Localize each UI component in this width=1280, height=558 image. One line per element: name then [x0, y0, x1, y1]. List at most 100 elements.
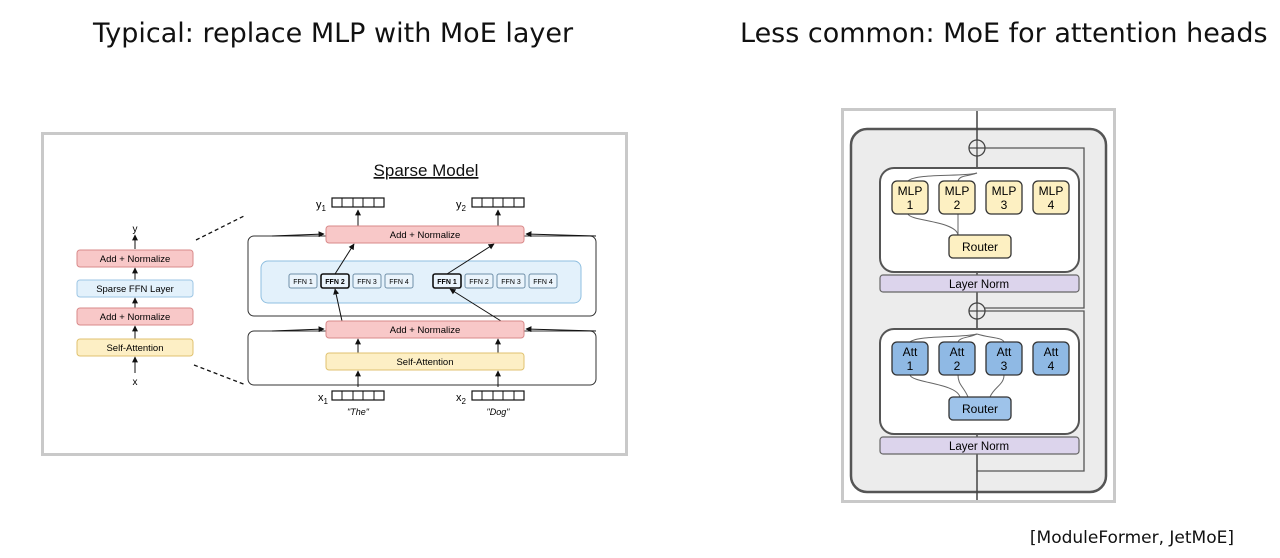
- mlp-moe-block: [879, 167, 1080, 273]
- output-y1-vector: [331, 197, 385, 208]
- arrow: [334, 243, 355, 275]
- residual-arrow: [271, 231, 325, 238]
- ffn-group-left: FFN 1 FFN 2 FFN 3 FFN 4: [288, 273, 414, 289]
- arrow: [333, 288, 343, 322]
- router-mlp: [948, 234, 1012, 259]
- svg-text:Att: Att: [950, 345, 965, 359]
- input-x1: x1: [318, 392, 329, 406]
- ffn-label: FFN 3: [357, 279, 377, 286]
- att-expert-3: Att 3: [985, 341, 1023, 376]
- svg-text:2: 2: [954, 359, 961, 373]
- svg-text:MLP: MLP: [1039, 184, 1064, 198]
- residual-path-bottom: [977, 310, 1085, 472]
- layer-norm-bottom: [879, 436, 1080, 455]
- svg-text:4: 4: [1048, 359, 1055, 373]
- stack-self-attention: [76, 338, 194, 357]
- add-normalize-bottom: [325, 320, 525, 339]
- residual-arrow: [271, 326, 325, 333]
- add-normalize-top: [325, 225, 525, 244]
- sparse-ffn-layer: [260, 260, 582, 304]
- router-mlp-label: Router: [962, 240, 998, 254]
- svg-text:Att: Att: [903, 345, 918, 359]
- moe-attention-diagram: MLP 1 MLP 2 MLP 3 MLP 4 Router Layer Nor…: [849, 111, 1108, 500]
- svg-text:1: 1: [907, 359, 914, 373]
- router-att: [948, 396, 1012, 421]
- stack-block-label: Add + Normalize: [100, 254, 171, 265]
- ffn-expert: [464, 273, 494, 289]
- svg-text:Att: Att: [997, 345, 1012, 359]
- stack-block-label: Add + Normalize: [100, 312, 171, 323]
- svg-text:4: 4: [1048, 198, 1055, 212]
- ffn-group-right: FFN 1 FFN 2 FFN 3 FFN 4: [432, 273, 558, 289]
- zoom-line-bottom: [193, 364, 247, 386]
- svg-text:1: 1: [907, 198, 914, 212]
- svg-text:MLP: MLP: [898, 184, 923, 198]
- stack-block-label: Self-Attention: [106, 343, 163, 354]
- svg-text:MLP: MLP: [992, 184, 1017, 198]
- layer-norm-bottom-label: Layer Norm: [949, 441, 1009, 453]
- ffn-label: FFN 1: [437, 279, 457, 286]
- ffn-label: FFN 1: [293, 279, 313, 286]
- mlp-expert-3: MLP 3: [985, 180, 1023, 215]
- ffn-expert: [288, 273, 318, 289]
- router-att-label: Router: [962, 402, 998, 416]
- stack-input-label: x: [133, 377, 138, 388]
- input-x1-word: "The": [347, 407, 370, 417]
- right-heading: Less common: MoE for attention heads: [740, 18, 1268, 49]
- citation: [ModuleFormer, JetMoE]: [1029, 528, 1234, 548]
- sparse-model-title: Sparse Model: [374, 161, 479, 180]
- attention-moe-block: [879, 328, 1080, 435]
- add-normalize-top-label: Add + Normalize: [390, 230, 461, 241]
- ffn-expert: [352, 273, 382, 289]
- att-expert-4: Att 4: [1032, 341, 1070, 376]
- stack-output-label: y: [133, 224, 138, 235]
- svg-text:2: 2: [954, 198, 961, 212]
- input-x2-vector: [471, 390, 525, 401]
- arrow: [449, 288, 502, 322]
- left-heading: Typical: replace MLP with MoE layer: [93, 18, 574, 49]
- moe-attention-figure: MLP 1 MLP 2 MLP 3 MLP 4 Router Layer Nor…: [841, 108, 1116, 503]
- sparse-model-diagram: Sparse Model y Add + Normalize Sparse FF…: [76, 161, 597, 417]
- zoom-line-top: [195, 215, 245, 241]
- stack-add-normalize-bottom: [76, 307, 194, 326]
- svg-text:3: 3: [1001, 359, 1008, 373]
- stack-block-label: Sparse FFN Layer: [96, 284, 174, 295]
- svg-text:MLP: MLP: [945, 184, 970, 198]
- ffn-expert: [528, 273, 558, 289]
- output-y2-vector: [471, 197, 525, 208]
- input-x2: x2: [456, 392, 467, 406]
- att-expert-1: Att 1: [891, 341, 929, 376]
- ffn-label: FFN 2: [325, 279, 345, 286]
- ffn-label: FFN 4: [533, 279, 553, 286]
- residual-path-top: [977, 147, 1085, 309]
- residual-arrow: [525, 231, 597, 238]
- mlp-expert-2: MLP 2: [938, 180, 976, 215]
- sparse-model-figure: Sparse Model y Add + Normalize Sparse FF…: [41, 132, 628, 456]
- layer-norm-top-label: Layer Norm: [949, 279, 1009, 291]
- stack-sparse-ffn: [76, 279, 194, 298]
- mlp-routing-lines: [907, 172, 978, 236]
- residual-add-bottom: [968, 302, 986, 320]
- residual-arrow: [525, 326, 597, 333]
- output-y2: y2: [456, 199, 467, 213]
- svg-text:3: 3: [1001, 198, 1008, 212]
- input-x2-word: "Dog": [487, 407, 511, 417]
- self-attention-label: Self-Attention: [396, 357, 453, 368]
- stack-add-normalize-top: [76, 249, 194, 268]
- mlp-expert-1: MLP 1: [891, 180, 929, 215]
- self-attention-block: [325, 352, 525, 371]
- add-normalize-bottom-label: Add + Normalize: [390, 325, 461, 336]
- ffn-label: FFN 3: [501, 279, 521, 286]
- ffn-expert: [496, 273, 526, 289]
- att-routing-lines: [909, 333, 1005, 398]
- att-expert-2: Att 2: [938, 341, 976, 376]
- output-y1: y1: [316, 199, 327, 213]
- input-x1-vector: [331, 390, 385, 401]
- layer-norm-top: [879, 274, 1080, 293]
- mlp-expert-4: MLP 4: [1032, 180, 1070, 215]
- arrow: [446, 243, 495, 275]
- ffn-expert: [384, 273, 414, 289]
- residual-add-top: [968, 139, 986, 157]
- ffn-label: FFN 4: [389, 279, 409, 286]
- svg-text:Att: Att: [1044, 345, 1059, 359]
